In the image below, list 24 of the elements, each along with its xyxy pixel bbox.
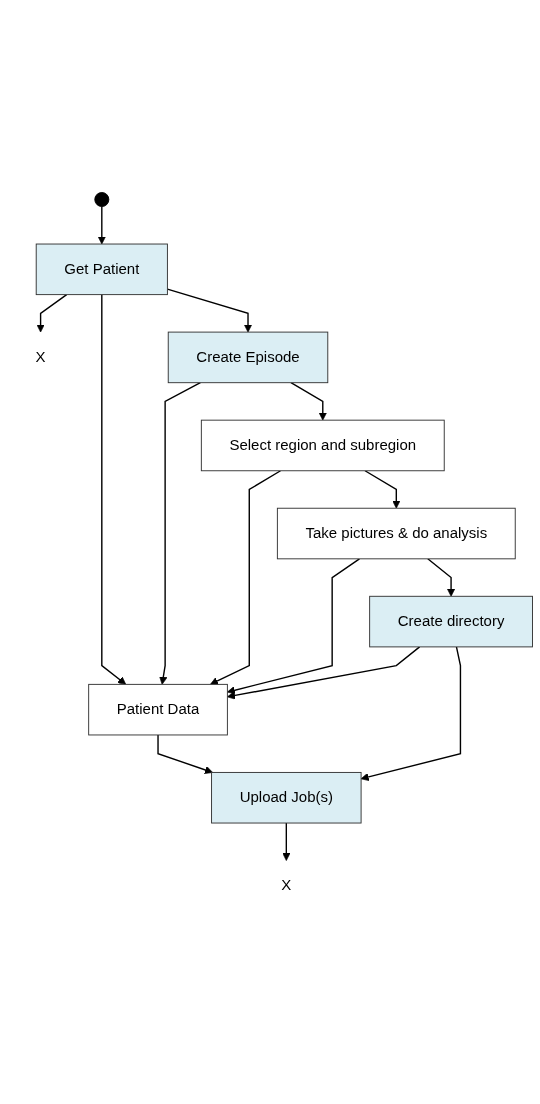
arrow xyxy=(166,288,253,333)
arrow xyxy=(97,206,106,245)
node-box: Get Patient xyxy=(35,243,168,296)
node-text: X xyxy=(281,877,292,894)
node-box: Upload Job(s) xyxy=(211,772,362,824)
arrow xyxy=(101,294,127,685)
arrow xyxy=(290,382,327,421)
node-circle xyxy=(94,192,110,208)
node-box: Take pictures & do analysis xyxy=(276,507,516,560)
arrow xyxy=(360,646,462,782)
arrow xyxy=(227,646,421,700)
arrow xyxy=(227,558,361,695)
arrow xyxy=(159,382,202,685)
node-text: X xyxy=(35,349,46,366)
arrow xyxy=(210,470,282,686)
arrow xyxy=(364,470,401,509)
arrow xyxy=(36,294,68,333)
node-box: Select region and subregion xyxy=(200,419,445,472)
arrow xyxy=(282,822,291,862)
node-box: Patient Data xyxy=(88,684,228,736)
node-box: Create Episode xyxy=(167,331,329,384)
arrow xyxy=(157,734,213,775)
arrow xyxy=(427,558,456,597)
node-box: Create directory xyxy=(369,596,533,648)
